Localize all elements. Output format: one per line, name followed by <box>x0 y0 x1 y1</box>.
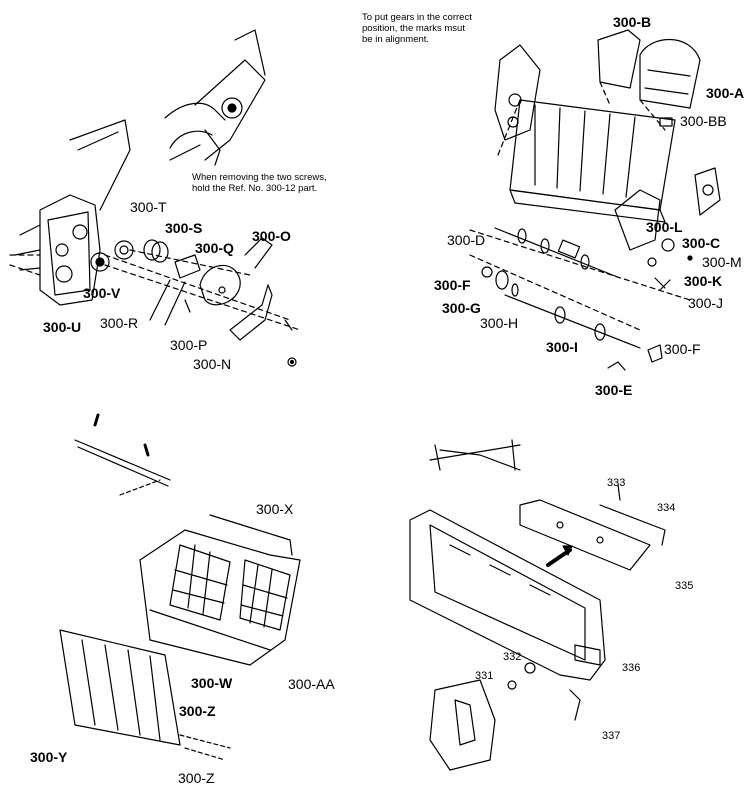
label-335: 335 <box>675 580 694 592</box>
label-300-x: 300-X <box>256 501 294 517</box>
label-300-f-top: 300-F <box>434 277 471 293</box>
label-300-z-lower: 300-Z <box>178 770 215 786</box>
label-332: 332 <box>503 651 522 663</box>
label-300-v: 300-V <box>83 285 121 301</box>
label-337: 337 <box>602 730 621 742</box>
label-300-j: 300-J <box>688 295 724 311</box>
label-331: 331 <box>475 670 494 682</box>
label-300-i: 300-I <box>546 339 578 355</box>
label-336: 336 <box>622 662 641 674</box>
label-300-r: 300-R <box>100 315 139 331</box>
label-300-c: 300-C <box>682 235 721 251</box>
remove-screws-note: When removing the two screws, hold the R… <box>192 172 327 194</box>
top-right-assembly <box>469 29 721 371</box>
label-300-aa: 300-AA <box>288 676 335 692</box>
label-300-s: 300-S <box>165 220 203 236</box>
top-left-assembly <box>9 29 301 367</box>
label-333: 333 <box>607 477 626 489</box>
note-line: hold the Ref. No. 300-12 part. <box>192 183 318 194</box>
label-300-p: 300-P <box>170 337 208 353</box>
label-300-e: 300-E <box>595 382 633 398</box>
label-300-y: 300-Y <box>30 749 68 765</box>
label-300-q: 300-Q <box>195 240 234 256</box>
label-300-u: 300-U <box>43 319 82 335</box>
label-300-g: 300-G <box>442 300 481 316</box>
label-300-f-bottom: 300-F <box>664 341 701 357</box>
bottom-left-assembly <box>59 413 301 761</box>
note-line: To put gears in the correct <box>362 12 472 23</box>
label-300-a: 300-A <box>706 85 745 101</box>
label-300-t: 300-T <box>130 199 167 215</box>
label-300-d: 300-D <box>447 232 486 248</box>
label-300-z-upper: 300-Z <box>179 703 216 719</box>
label-300-w: 300-W <box>191 675 233 691</box>
note-line: position, the marks msut <box>362 23 465 34</box>
label-300-l: 300-L <box>646 219 683 235</box>
label-334: 334 <box>657 502 676 514</box>
gear-alignment-note: To put gears in the correct position, th… <box>362 12 472 45</box>
label-300-b: 300-B <box>613 14 652 30</box>
bottom-right-assembly <box>409 439 666 771</box>
label-300-k: 300-K <box>684 273 723 289</box>
label-300-m: 300-M <box>702 254 742 270</box>
label-300-n: 300-N <box>193 356 232 372</box>
label-300-bb: 300-BB <box>680 113 727 129</box>
note-line: be in alignment. <box>362 34 430 45</box>
note-line: When removing the two screws, <box>192 172 327 183</box>
label-300-h: 300-H <box>480 315 519 331</box>
label-300-o: 300-O <box>252 228 291 244</box>
